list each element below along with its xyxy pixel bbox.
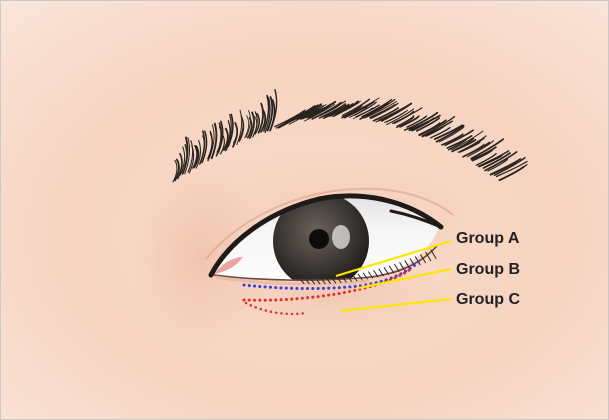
group-c-label: Group C xyxy=(456,291,520,308)
group-b-label: Group B xyxy=(456,261,520,278)
pupil xyxy=(309,229,329,249)
eye-highlight xyxy=(332,225,350,249)
group-a-label: Group A xyxy=(456,230,520,247)
